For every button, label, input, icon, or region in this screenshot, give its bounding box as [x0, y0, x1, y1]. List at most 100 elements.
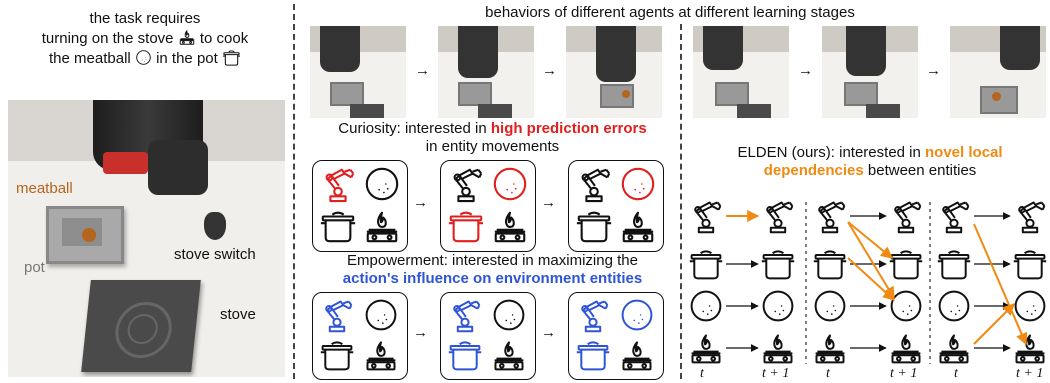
- stove-node-icon: [690, 334, 722, 364]
- elden-scene-3: [950, 26, 1046, 118]
- stove-icon: [619, 337, 655, 373]
- stove-node-icon: [814, 334, 846, 364]
- elden-caption: ELDEN (ours): interested in novel local …: [737, 144, 1003, 179]
- pot-node-icon: [888, 250, 924, 280]
- meatball-node-icon: [690, 290, 722, 322]
- divider-left: [293, 4, 295, 379]
- curiosity-caption: Curiosity: interested in high prediction…: [338, 120, 647, 155]
- arrow-empowerment-1: →: [413, 324, 428, 341]
- stove-object: [81, 280, 201, 372]
- robot-icon: [319, 165, 357, 203]
- stove-icon: [619, 207, 657, 245]
- dependency-edge: [847, 221, 895, 300]
- arrow-elden-top-2: →: [926, 62, 941, 79]
- dependency-edge: [847, 221, 893, 259]
- meatball-icon: [363, 297, 399, 333]
- stove-icon: [363, 207, 401, 245]
- elden-dependency-graphs: [688, 201, 1048, 364]
- pot-node-icon: [688, 250, 724, 280]
- stove-node-icon: [938, 334, 970, 364]
- robot-node-icon: [818, 201, 846, 234]
- meatball-icon: [363, 165, 401, 203]
- dependency-edge: [973, 303, 1015, 345]
- empowerment-panel-3: [568, 292, 664, 380]
- curiosity-scene-3: [566, 26, 662, 118]
- header-title: behaviors of different agents at differe…: [485, 4, 855, 21]
- robot-node-icon: [766, 201, 794, 234]
- arrow-empowerment-2: →: [541, 324, 556, 341]
- pot-inline-icon: [222, 48, 241, 67]
- meatball-inline-icon: [135, 49, 152, 66]
- meatball-node-icon: [890, 290, 922, 322]
- label-stove: stove: [220, 306, 256, 323]
- stove-icon: [491, 207, 529, 245]
- stove-icon: [491, 337, 527, 373]
- time-label: t: [954, 366, 958, 381]
- task-caption: the task requires turning on the stove t…: [0, 10, 290, 68]
- pot-node-icon: [812, 250, 848, 280]
- pot-icon: [447, 207, 485, 245]
- pot-node-icon: [1012, 250, 1048, 280]
- robot-icon: [575, 165, 613, 203]
- curiosity-scene-2: [438, 26, 534, 118]
- label-meatball: meatball: [16, 180, 73, 197]
- meatball-icon: [619, 165, 657, 203]
- robot-icon: [447, 165, 485, 203]
- pot-node-icon: [760, 250, 796, 280]
- meatball-object: [82, 228, 96, 242]
- stove-node-icon: [1014, 334, 1046, 364]
- robot-gripper-shape: [103, 152, 148, 174]
- pot-icon: [447, 337, 483, 373]
- robot-icon: [447, 297, 483, 333]
- meatball-node-icon: [1014, 290, 1046, 322]
- task-scene-image: meatball pot stove switch stove: [8, 100, 285, 377]
- time-label: t + 1: [1016, 366, 1044, 381]
- dependency-edge: [973, 223, 1028, 346]
- switch-object: [204, 212, 226, 240]
- robot-node-icon: [694, 201, 722, 234]
- meatball-node-icon: [938, 290, 970, 322]
- stove-node-icon: [890, 334, 922, 364]
- caption-line-1: the task requires: [89, 10, 201, 27]
- stove-icon: [363, 337, 399, 373]
- label-stove-switch: stove switch: [174, 246, 256, 263]
- pot-icon: [575, 337, 611, 373]
- caption-line-2: turning on the stove to cook: [41, 28, 249, 47]
- meatball-icon: [491, 297, 527, 333]
- pot-icon: [575, 207, 613, 245]
- robot-icon: [319, 297, 355, 333]
- pot-icon: [319, 337, 355, 373]
- empowerment-panel-2: [440, 292, 536, 380]
- time-label: t + 1: [762, 366, 790, 381]
- time-label: t + 1: [890, 366, 918, 381]
- curiosity-panel-1: [312, 160, 408, 252]
- arrow-elden-top-1: →: [798, 62, 813, 79]
- arrow-curiosity-1: →: [413, 194, 428, 211]
- label-pot: pot: [24, 259, 45, 276]
- arrow-curiosity-2: →: [541, 194, 556, 211]
- elden-scene-1: [693, 26, 789, 118]
- pot-node-icon: [936, 250, 972, 280]
- pot-icon: [319, 207, 357, 245]
- curiosity-scene-1: [310, 26, 406, 118]
- robot-node-icon: [942, 201, 970, 234]
- elden-scene-2: [822, 26, 918, 118]
- robot-base-shape: [148, 140, 208, 195]
- empowerment-caption: Empowerment: interested in maximizing th…: [342, 252, 643, 287]
- time-label: t: [700, 366, 704, 381]
- caption-line-3: the meatball in the pot: [0, 48, 290, 68]
- meatball-node-icon: [762, 290, 794, 322]
- stove-inline-icon: [178, 28, 196, 46]
- arrow-top-1: →: [415, 62, 430, 79]
- meatball-node-icon: [814, 290, 846, 322]
- dependency-edge: [847, 257, 895, 301]
- robot-icon: [575, 297, 611, 333]
- robot-node-icon: [894, 201, 922, 234]
- curiosity-panel-3: [568, 160, 664, 252]
- empowerment-panel-1: [312, 292, 408, 380]
- curiosity-panel-2: [440, 160, 536, 252]
- meatball-icon: [619, 297, 655, 333]
- robot-node-icon: [1018, 201, 1046, 234]
- time-label: t: [826, 366, 830, 381]
- stove-node-icon: [762, 334, 794, 364]
